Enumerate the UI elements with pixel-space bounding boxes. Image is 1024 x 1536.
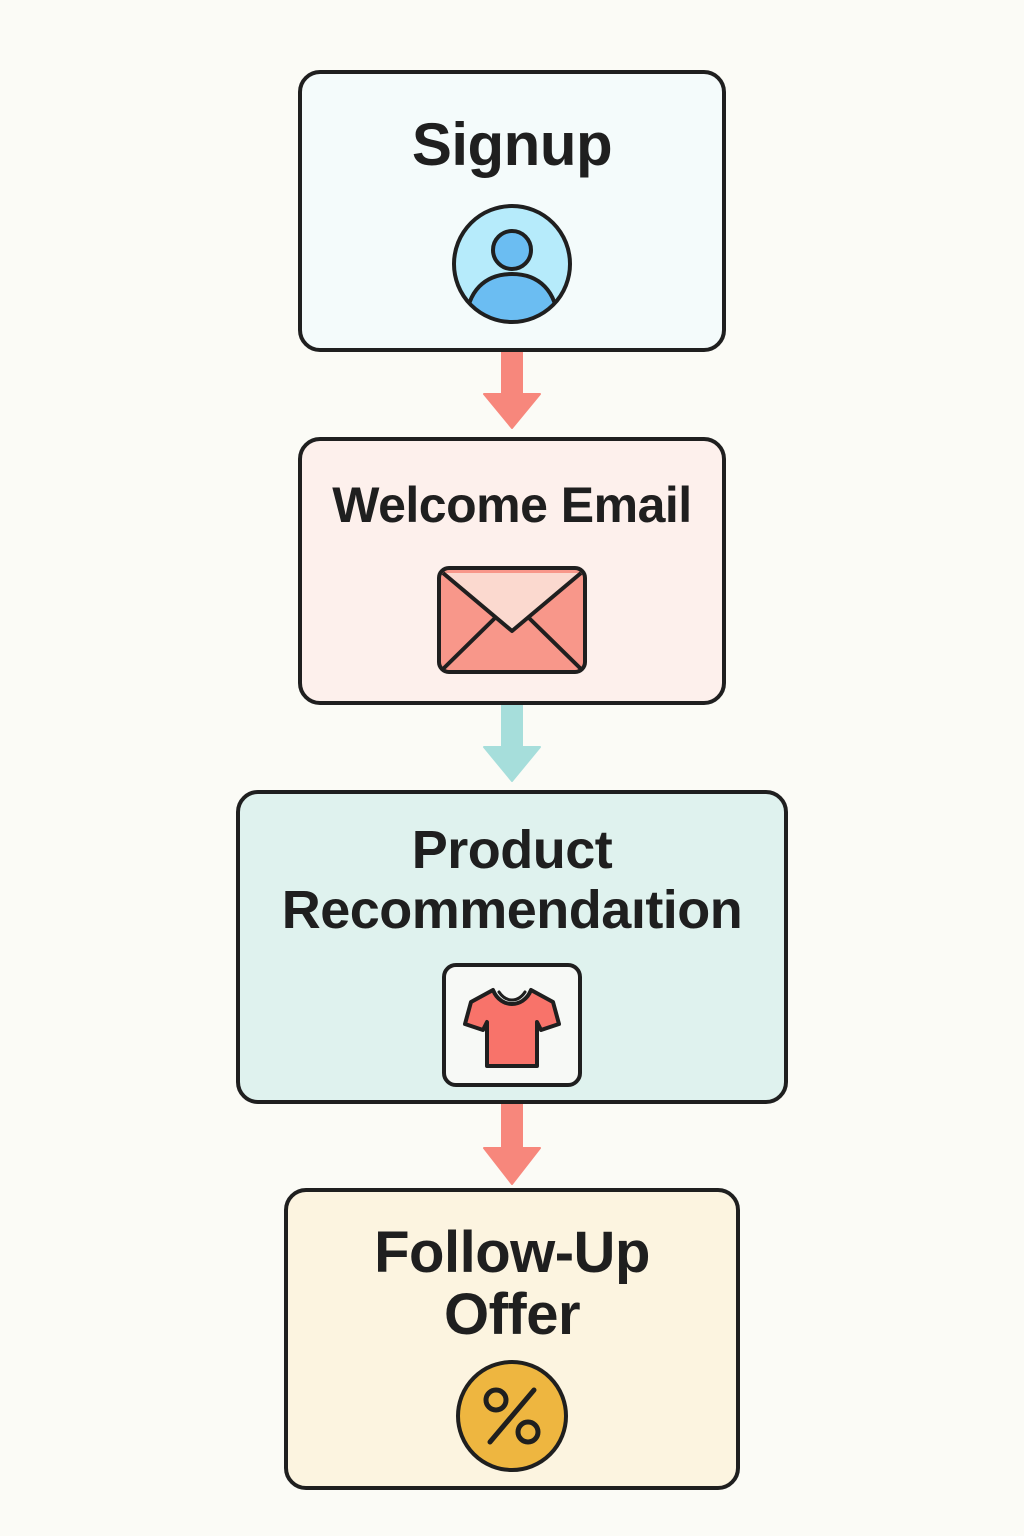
step-welcome-email: Welcome Email — [298, 437, 726, 705]
percent-icon — [454, 1358, 570, 1474]
title-line: Recommendaıtion — [281, 880, 743, 940]
step-signup: Signup — [298, 70, 726, 352]
step-title-follow-up-offer: Follow-Up Offer — [374, 1222, 650, 1346]
title-line: Follow-Up — [374, 1220, 650, 1285]
user-icon — [450, 202, 574, 326]
step-title-welcome-email: Welcome Email — [332, 477, 692, 533]
envelope-icon — [436, 565, 588, 677]
arrow-down-icon — [483, 352, 541, 429]
step-product-recommendation: Product Recommendaıtion — [236, 790, 788, 1104]
arrow-down-icon — [483, 1104, 541, 1185]
title-line: Offer — [443, 1282, 581, 1347]
step-title-signup: Signup — [411, 111, 613, 178]
tshirt-icon — [441, 962, 583, 1088]
step-title-product-recommendation: Product Recommendaıtion — [282, 820, 743, 940]
step-follow-up-offer: Follow-Up Offer — [284, 1188, 740, 1490]
arrow-down-icon — [483, 705, 541, 782]
title-line: Product — [411, 820, 613, 880]
